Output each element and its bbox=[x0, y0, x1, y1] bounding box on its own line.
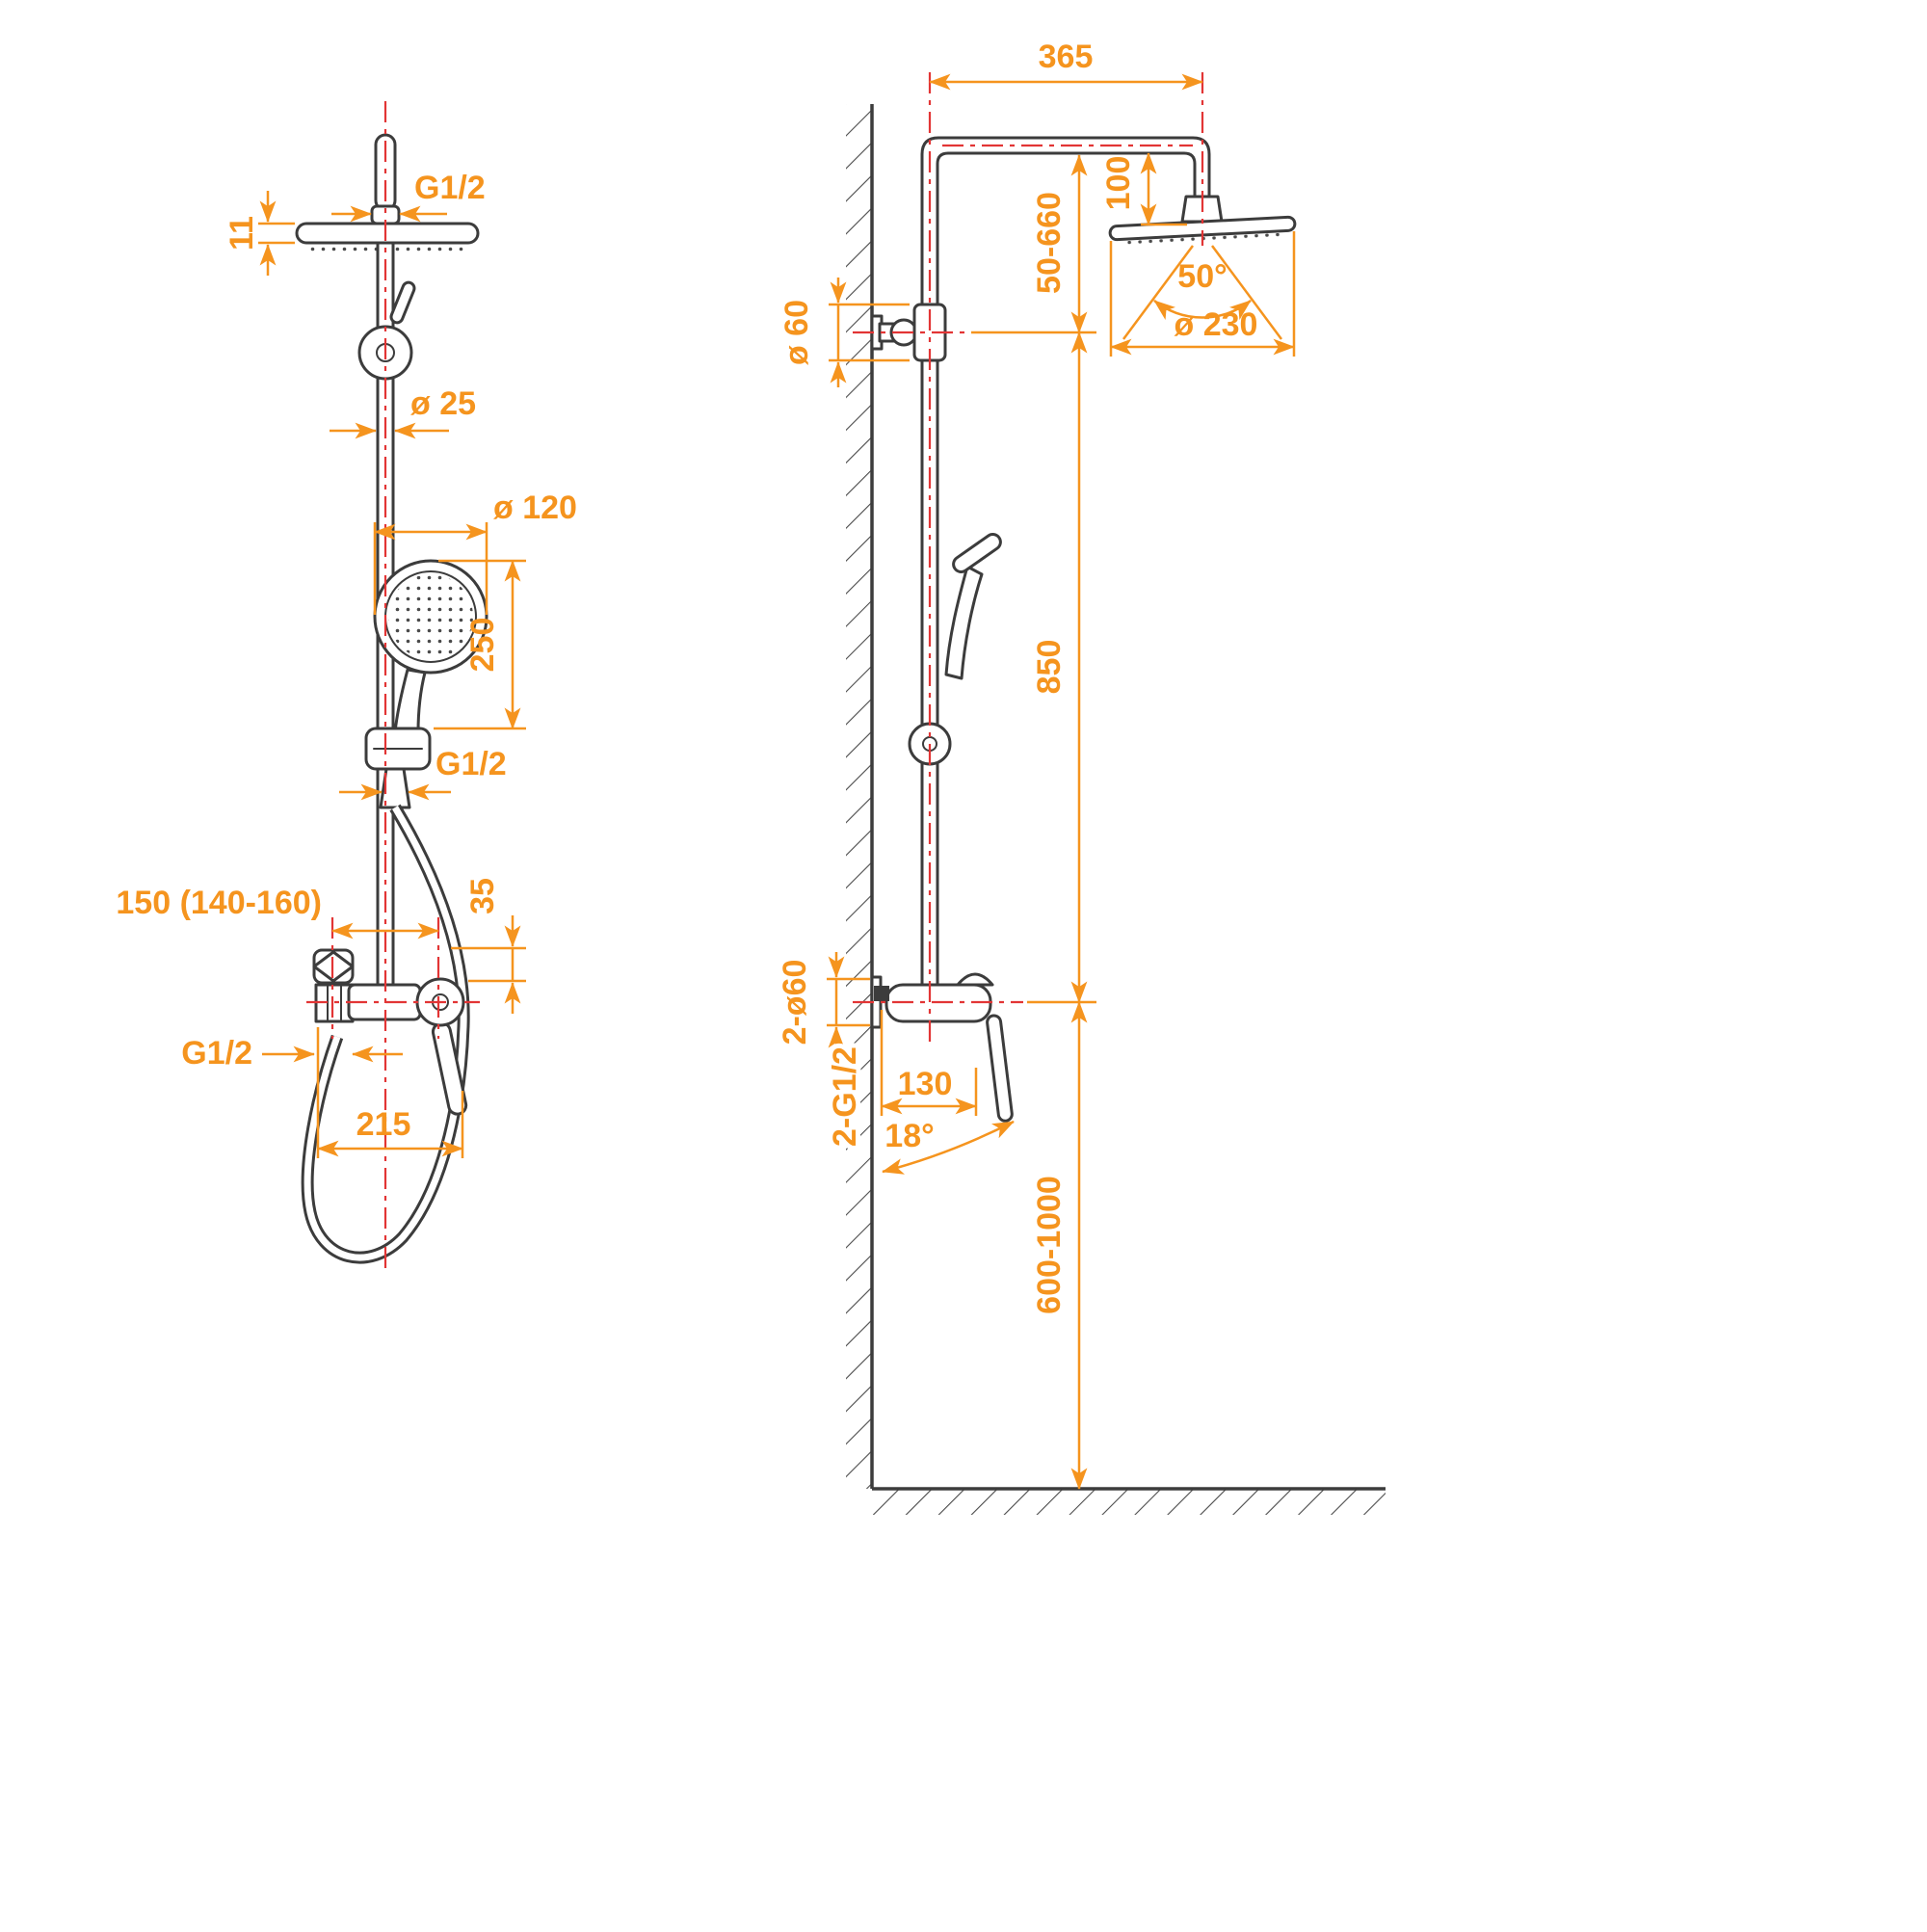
dim-head-thickness: 11 bbox=[224, 191, 295, 276]
dim-spray-angle: 50° bbox=[1122, 245, 1283, 340]
handshower-handle-front bbox=[393, 668, 427, 734]
dim-label-pipe-diameter: ø 25 bbox=[410, 385, 476, 422]
dim-label-mixer-height: 600-1000 bbox=[1031, 1176, 1068, 1314]
dim-bracket-diameter: ø 60 bbox=[774, 278, 910, 387]
wall-hatch bbox=[846, 104, 872, 1489]
dim-label-arm-length: 365 bbox=[1039, 39, 1094, 75]
handshower-face-dots bbox=[388, 574, 473, 659]
side-view: 365 100 50-660 ø 60 ø 230 bbox=[772, 39, 1386, 1515]
dim-inlet-spacing: 150 (140-160) bbox=[116, 885, 439, 940]
dim-mixer-height: 600-1000 bbox=[1031, 1001, 1088, 1490]
dim-label-spray-angle: 50° bbox=[1177, 258, 1227, 295]
dim-mixer-width: 215 bbox=[316, 1027, 464, 1158]
dim-label-outlet-offset: 35 bbox=[464, 878, 501, 914]
dim-handshower-diameter: ø 120 bbox=[373, 490, 577, 615]
front-view: G1/2 11 ø 25 ø 120 250 bbox=[116, 101, 577, 1270]
rain-head-front bbox=[295, 222, 480, 245]
dim-label-bracket-diameter: ø 60 bbox=[779, 300, 815, 365]
dim-hose-thread: G1/2 bbox=[339, 746, 507, 801]
dim-label-inlet-spacing: 150 (140-160) bbox=[116, 885, 322, 921]
shower-column-inner bbox=[936, 151, 1197, 987]
mixer-inlet-square bbox=[874, 986, 889, 1001]
handshower-head-side bbox=[952, 533, 1002, 573]
mixer-dome-side bbox=[956, 972, 994, 987]
dim-spout-reach: 130 bbox=[880, 1010, 978, 1116]
side-view-parts bbox=[870, 136, 1297, 1123]
dim-label-escutcheon-diameter: 2-ø60 bbox=[777, 960, 813, 1045]
dim-label-mixer-width: 215 bbox=[356, 1106, 411, 1143]
shower-hose-core bbox=[304, 806, 467, 1261]
dim-label-head-offset: 100 bbox=[1100, 156, 1137, 211]
dim-label-head-diameter: ø 230 bbox=[1175, 306, 1258, 343]
floor-hatch bbox=[873, 1490, 1386, 1515]
wall-section bbox=[846, 104, 1386, 1515]
handshower-handle-side bbox=[944, 565, 984, 680]
dim-handshower-length: 250 bbox=[434, 559, 526, 730]
dim-spout-angle: 18° bbox=[882, 1118, 1015, 1175]
dim-label-spout-angle: 18° bbox=[884, 1118, 934, 1154]
side-view-centerlines bbox=[853, 72, 1204, 1048]
dim-head-offset: 100 bbox=[1100, 152, 1187, 226]
dim-label-hose-thread: G1/2 bbox=[436, 746, 507, 782]
dim-label-inlet-thread: G1/2 bbox=[181, 1035, 252, 1072]
dim-label-head-thickness: 11 bbox=[224, 216, 260, 251]
dim-label-riser-range: 50-660 bbox=[1031, 192, 1068, 294]
dim-head-thread: G1/2 bbox=[331, 170, 486, 223]
diverter-lever-front bbox=[389, 280, 416, 325]
dim-label-handshower-length: 250 bbox=[464, 618, 501, 673]
shower-column-outer bbox=[920, 136, 1211, 987]
dim-inlet-thread-side: 2-G1/2 bbox=[822, 1042, 868, 1151]
dim-outlet-offset: 35 bbox=[451, 878, 526, 1014]
dim-riser-range: 50-660 bbox=[971, 154, 1096, 334]
mixer-lever-side bbox=[986, 1014, 1014, 1123]
dim-column-height: 850 bbox=[1027, 331, 1096, 1004]
dim-arm-length: 365 bbox=[929, 39, 1203, 91]
dim-escutcheon-diameter: 2-ø60 bbox=[772, 952, 870, 1052]
dim-label-column-height: 850 bbox=[1031, 640, 1068, 695]
dim-label-spout-reach: 130 bbox=[898, 1066, 953, 1102]
dim-pipe-diameter: ø 25 bbox=[330, 385, 476, 439]
dim-inlet-thread: G1/2 bbox=[181, 1035, 403, 1072]
dim-label-handshower-diameter: ø 120 bbox=[493, 490, 577, 526]
dim-label-inlet-thread-side: 2-G1/2 bbox=[827, 1046, 863, 1147]
hose-connector-cone bbox=[379, 767, 411, 809]
front-view-parts bbox=[295, 133, 488, 1264]
dim-label-head-thread: G1/2 bbox=[414, 170, 486, 206]
